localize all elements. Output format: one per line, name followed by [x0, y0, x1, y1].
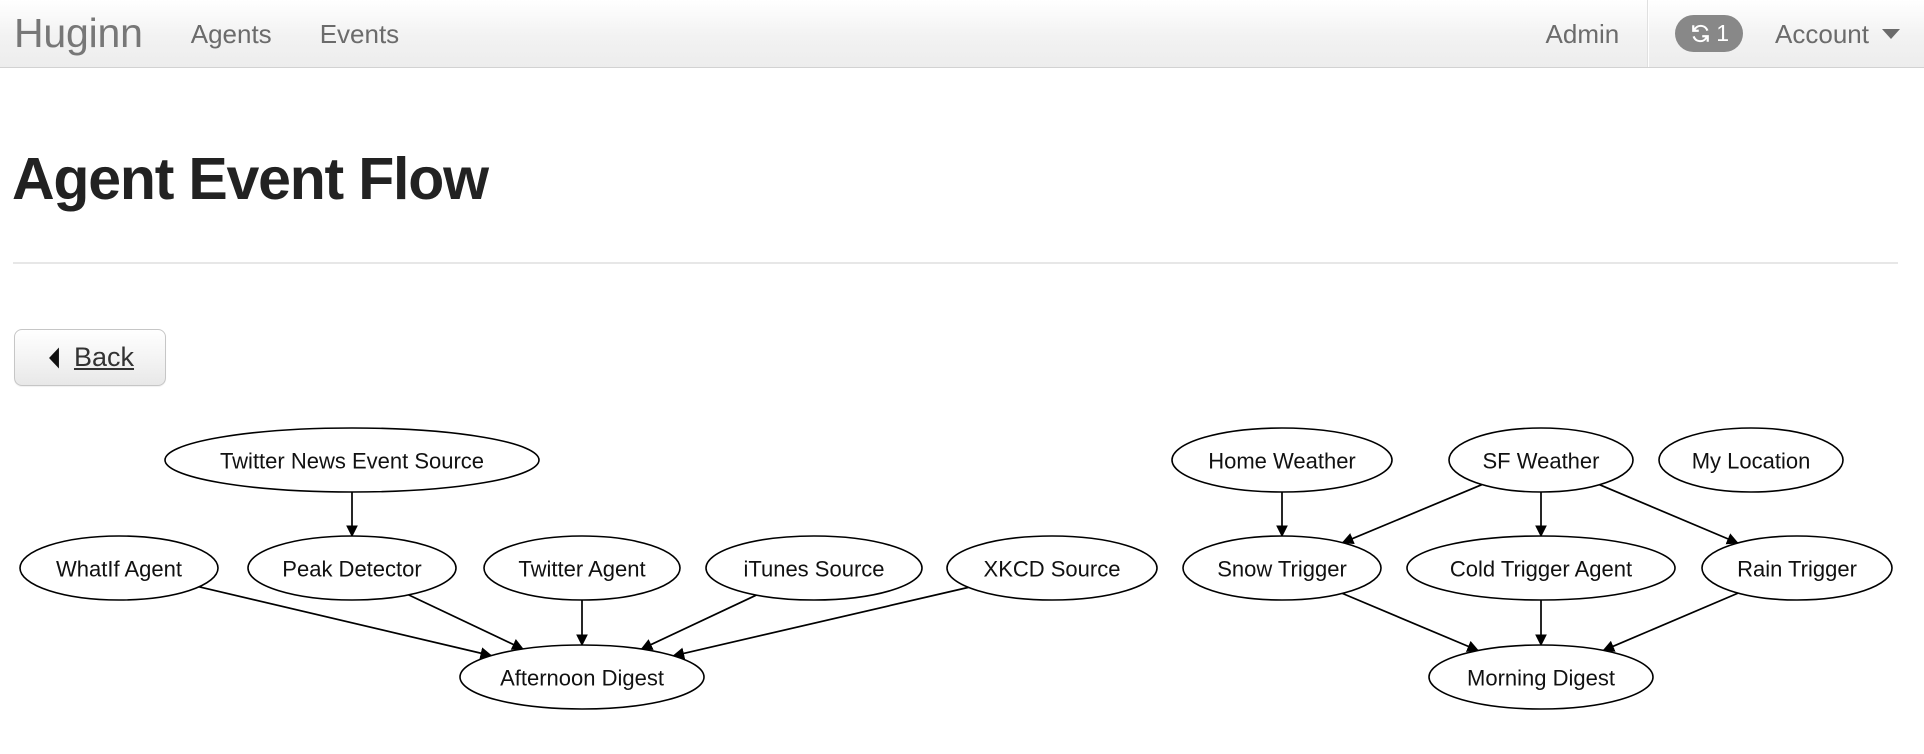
node-ellipse [946, 535, 1158, 601]
node-label: Home Weather [1208, 449, 1356, 474]
node-label: Peak Detector [282, 557, 421, 582]
node-ellipse [705, 535, 923, 601]
node-ellipse [1658, 427, 1844, 493]
node-label: Afternoon Digest [500, 666, 664, 691]
node-label: Cold Trigger Agent [1450, 557, 1632, 582]
edge-sf_weather-to-rain_trigger [1599, 483, 1739, 545]
account-label: Account [1775, 18, 1869, 49]
worker-status-badge[interactable]: 1 [1675, 15, 1744, 52]
edge-xkcd_source-to-afternoon_digest [672, 586, 969, 660]
back-button[interactable]: Back [14, 329, 166, 386]
node-ellipse [164, 427, 540, 493]
node-label: My Location [1692, 449, 1811, 474]
graph-node-xkcd_source[interactable]: XKCD Source [946, 535, 1158, 601]
nav-link-events[interactable]: Events [319, 18, 400, 49]
graph-node-morning_digest[interactable]: Morning Digest [1428, 644, 1654, 710]
node-ellipse [1406, 535, 1676, 601]
top-navbar: Huginn Agents Events Admin 1 Account [0, 0, 1924, 68]
edge-layer [198, 483, 1739, 660]
node-ellipse [1448, 427, 1634, 493]
graph-node-my_location[interactable]: My Location [1658, 427, 1844, 493]
flow-svg: Twitter News Event Source Home Weather SF … [19, 427, 1893, 710]
graph-node-rain_trigger[interactable]: Rain Trigger [1701, 535, 1893, 601]
graph-node-twitter_news_event_source[interactable]: Twitter News Event Source [164, 427, 540, 493]
nav-account-dropdown[interactable]: Account [1765, 21, 1924, 47]
edge-itunes_source-to-afternoon_digest [640, 594, 757, 650]
graph-node-cold_trigger_agent[interactable]: Cold Trigger Agent [1406, 535, 1676, 601]
chevron-down-icon [1882, 28, 1900, 39]
sync-icon [1689, 22, 1712, 45]
edge-sf_weather-to-snow_trigger [1341, 483, 1483, 545]
edge-rain_trigger-to-morning_digest [1602, 592, 1739, 652]
node-ellipse [1701, 535, 1893, 601]
node-label: SF Weather [1483, 449, 1600, 474]
node-label: iTunes Source [743, 557, 884, 582]
node-label: XKCD Source [984, 557, 1121, 582]
navbar-left-group: Huginn Agents Events [0, 0, 423, 67]
node-label: WhatIf Agent [56, 557, 182, 582]
edge-peak_detector-to-afternoon_digest [408, 594, 524, 650]
node-label: Rain Trigger [1737, 557, 1857, 582]
node-ellipse [247, 535, 457, 601]
node-ellipse [1428, 644, 1654, 710]
worker-count: 1 [1716, 20, 1730, 46]
graph-node-peak_detector[interactable]: Peak Detector [247, 535, 457, 601]
node-label: Snow Trigger [1217, 557, 1347, 582]
navbar-divider [1647, 0, 1650, 67]
graph-node-afternoon_digest[interactable]: Afternoon Digest [459, 644, 705, 710]
node-label: Twitter Agent [518, 557, 645, 582]
node-layer: Twitter News Event Source Home Weather SF … [19, 427, 1893, 710]
nav-link-admin[interactable]: Admin [1545, 18, 1620, 49]
node-label: Twitter News Event Source [220, 449, 484, 474]
nav-link-agents[interactable]: Agents [190, 18, 272, 49]
brand-logo-huginn[interactable]: Huginn [14, 10, 143, 56]
node-ellipse [459, 644, 705, 710]
node-ellipse [483, 535, 681, 601]
node-ellipse [1171, 427, 1393, 493]
agent-event-flow-graph[interactable]: Twitter News Event Source Home Weather SF … [0, 400, 1924, 754]
node-ellipse [19, 535, 219, 601]
navbar-right-group: Admin 1 Account [1522, 0, 1924, 67]
title-divider [13, 262, 1898, 264]
graph-node-twitter_agent[interactable]: Twitter Agent [483, 535, 681, 601]
back-button-label: Back [73, 342, 135, 372]
graph-node-sf_weather[interactable]: SF Weather [1448, 427, 1634, 493]
chevron-left-icon [46, 347, 62, 369]
graph-node-whatif_agent[interactable]: WhatIf Agent [19, 535, 219, 601]
graph-node-itunes_source[interactable]: iTunes Source [705, 535, 923, 601]
node-ellipse [1182, 535, 1382, 601]
node-label: Morning Digest [1467, 666, 1615, 691]
graph-node-home_weather[interactable]: Home Weather [1171, 427, 1393, 493]
edge-snow_trigger-to-morning_digest [1341, 592, 1480, 652]
page-title: Agent Event Flow [12, 146, 489, 212]
graph-node-snow_trigger[interactable]: Snow Trigger [1182, 535, 1382, 601]
edge-whatif_agent-to-afternoon_digest [198, 586, 493, 659]
